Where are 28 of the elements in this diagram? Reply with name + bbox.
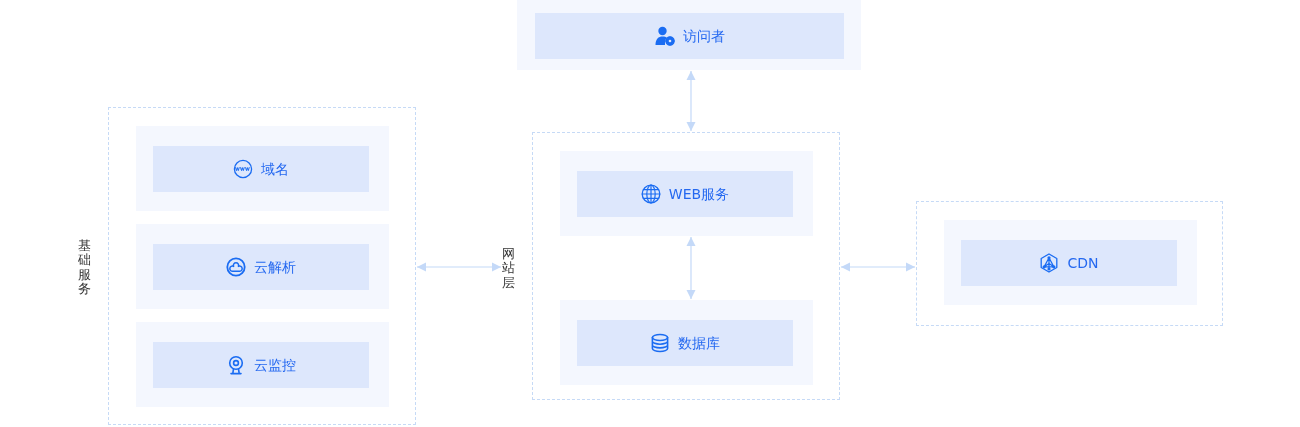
service-label: 云监控: [254, 356, 296, 375]
dashed-group-frame: [916, 201, 1223, 326]
service-panel: [136, 126, 389, 211]
service-tile: [535, 13, 844, 59]
service-label: CDN: [1067, 254, 1099, 273]
service-panel: [136, 224, 389, 309]
double-arrow: [840, 262, 916, 272]
service-label: 域名: [261, 160, 289, 179]
service-tile: [153, 146, 369, 192]
group-heading: 基础服务: [78, 239, 91, 297]
service-panel: [560, 151, 813, 236]
service-label: 云解析: [254, 258, 296, 277]
service-panel: [944, 220, 1197, 305]
double-arrow: [686, 236, 696, 300]
service-label: WEB服务: [668, 185, 730, 204]
service-tile: [961, 240, 1177, 286]
service-tile: [153, 244, 369, 290]
group-heading: 网站层: [502, 247, 515, 290]
service-tile: [577, 320, 793, 366]
double-arrow: [686, 70, 696, 132]
service-panel: [560, 300, 813, 385]
service-panel: [136, 322, 389, 407]
service-tile: [577, 171, 793, 217]
service-label: 访问者: [682, 27, 725, 46]
service-panel: [517, 0, 861, 70]
service-tile: [153, 342, 369, 388]
double-arrow: [416, 262, 502, 272]
service-label: 数据库: [678, 334, 720, 353]
